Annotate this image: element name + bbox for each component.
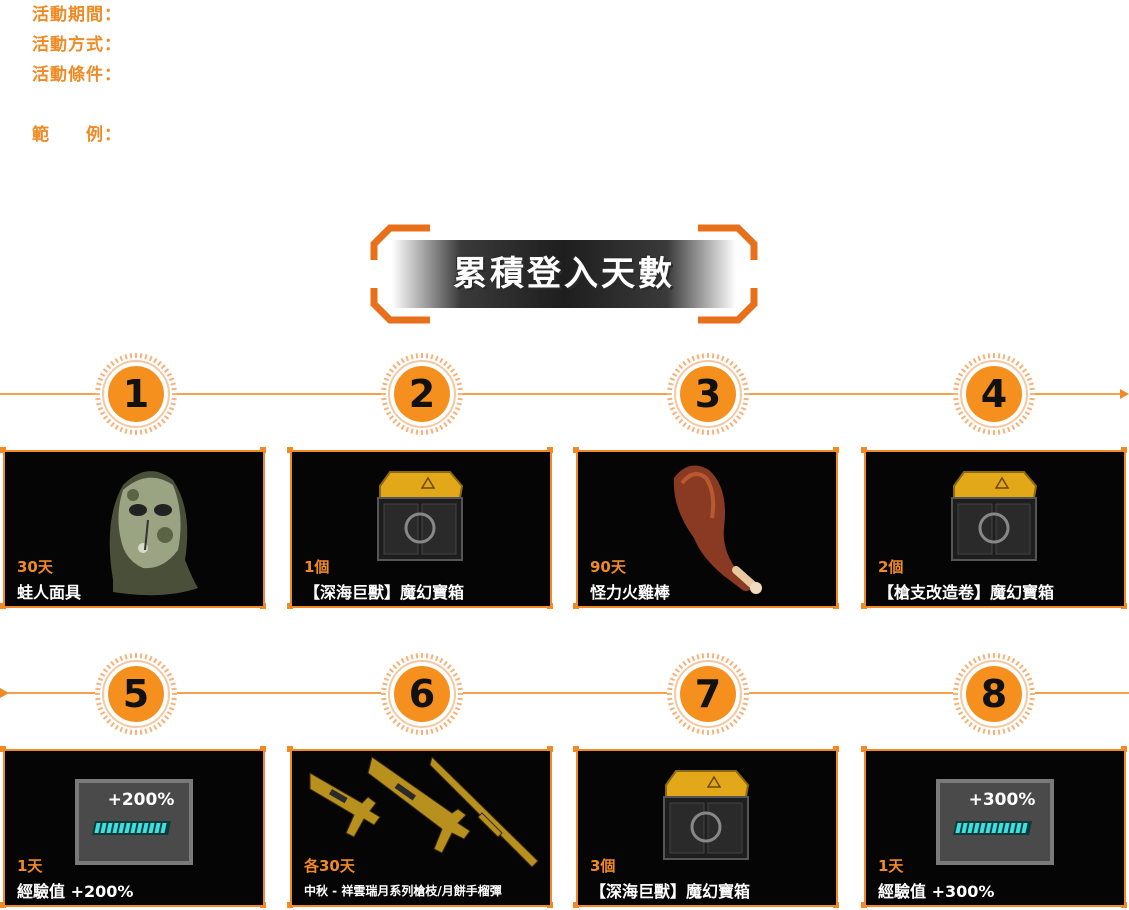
reward-quantity: 3個 [590,857,616,875]
badge-ring-icon [95,653,177,735]
day-badge-1: 1 [94,352,178,436]
reward-card-day-5: +200% 1天經驗值 +200% [0,746,266,908]
day-badge-3: 3 [666,352,750,436]
exp-card-icon: +200% [75,779,193,865]
event-period-label: 活動期間： [32,5,122,25]
badge-ring-icon [667,653,749,735]
section-title: 累積登入天數 [453,254,675,294]
event-method-label: 活動方式： [32,35,122,55]
reward-image: +200% [75,779,193,869]
reward-card-day-4: 2個【槍支改造卷】魔幻寶箱 [861,447,1127,609]
reward-quantity: 90天 [590,558,626,576]
treasure-box-icon [951,471,1038,561]
reward-card-body: 3個【深海巨獸】魔幻寶箱 [576,749,838,907]
day-badge-number: 2 [408,372,436,416]
reward-card-day-2: 1個【深海巨獸】魔幻寶箱 [287,447,553,609]
reward-image [302,753,542,885]
turkey-leg-icon [673,465,762,594]
exp-card-icon: +300% [936,779,1054,865]
reward-card-body: +200% 1天經驗值 +200% [3,749,265,907]
reward-card-body: 90天怪力火雞棒 [576,450,838,608]
reward-quantity: 1天 [17,857,43,875]
treasure-box-icon [377,471,464,561]
svg-text:+200%: +200% [108,790,175,810]
badge-ring-icon [95,353,177,435]
reward-name: 怪力火雞棒 [590,583,671,602]
day-badge-number: 7 [694,672,722,716]
day-badge-6: 6 [380,652,464,736]
reward-card-body: 1個【深海巨獸】魔幻寶箱 [290,450,552,608]
reward-quantity: 30天 [17,558,53,576]
day-badge-7: 7 [666,652,750,736]
day-badge-number: 6 [408,672,436,716]
day-badge-number: 5 [122,672,150,716]
day-badge-4: 4 [952,352,1036,436]
badge-ring-icon [953,353,1035,435]
day-badge-2: 2 [380,352,464,436]
reward-image [93,460,203,604]
day-badge-number: 4 [980,372,1008,416]
reward-name: 經驗值 +300% [878,882,995,901]
badge-ring-icon [953,653,1035,735]
reward-card-day-1: 30天蛙人面具 [0,447,266,609]
reward-name: 【深海巨獸】魔幻寶箱 [304,583,465,602]
day-badge-8: 8 [952,652,1036,736]
track-line-row1 [0,393,1120,395]
arrow-right-icon [0,688,9,698]
reward-name: 【槍支改造卷】魔幻寶箱 [878,583,1055,602]
reward-name: 中秋 - 祥雲瑞月系列槍枝/月餅手榴彈 [304,884,502,898]
track-line-row2 [8,692,1129,694]
day-badge-number: 1 [122,372,150,416]
reward-quantity: 1個 [304,558,330,576]
guns-icon [309,756,539,868]
reward-card-body: +300% 1天經驗值 +300% [864,749,1126,907]
reward-card-day-6: 各30天中秋 - 祥雲瑞月系列槍枝/月餅手榴彈 [287,746,553,908]
mask-icon [109,471,198,596]
day-badge-5: 5 [94,652,178,736]
reward-card-day-7: 3個【深海巨獸】魔幻寶箱 [573,746,839,908]
reward-card-body: 2個【槍支改造卷】魔幻寶箱 [864,450,1126,608]
badge-ring-icon [381,353,463,435]
reward-card-body: 各30天中秋 - 祥雲瑞月系列槍枝/月餅手榴彈 [290,749,552,907]
reward-name: 【深海巨獸】魔幻寶箱 [590,882,751,901]
reward-card-day-8: +300% 1天經驗值 +300% [861,746,1127,908]
reward-name: 經驗值 +200% [17,882,134,901]
day-badge-number: 8 [980,672,1008,716]
day-badge-number: 3 [694,372,722,416]
badge-ring-icon [381,653,463,735]
reward-name: 蛙人面具 [17,583,82,602]
reward-image: +300% [936,779,1054,869]
reward-image [944,468,1044,568]
arrow-right-icon [1120,389,1129,399]
reward-quantity: 1天 [878,857,904,875]
reward-quantity: 各30天 [304,857,355,875]
badge-ring-icon [667,353,749,435]
reward-image [370,468,470,568]
treasure-box-icon [663,770,750,860]
example-label: 範 例： [32,125,122,145]
reward-image [654,458,774,602]
reward-card-day-3: 90天怪力火雞棒 [573,447,839,609]
event-condition-label: 活動條件： [32,65,122,85]
reward-image [656,767,756,867]
title-frame-icon [370,224,758,324]
section-title-banner: 累積登入天數 [370,224,758,324]
reward-quantity: 2個 [878,558,904,576]
reward-card-body: 30天蛙人面具 [3,450,265,608]
svg-text:+300%: +300% [969,790,1036,810]
